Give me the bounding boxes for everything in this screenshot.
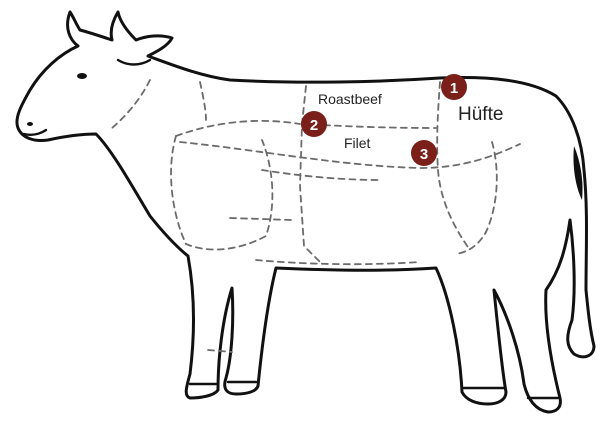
cut-front-leg: [207, 349, 233, 353]
tail-tuft: [573, 146, 583, 200]
cut-flank: [255, 259, 421, 266]
label-roastbeef: Roastbeef: [318, 91, 382, 107]
cut-neck-2: [199, 81, 207, 121]
label-filet: Filet: [344, 135, 371, 151]
marker-3-number: 3: [420, 146, 428, 163]
cow-nostril: [27, 122, 33, 126]
marker-2: 2: [301, 111, 327, 137]
cow-eye: [77, 73, 87, 79]
cut-shoulder-round: [170, 135, 274, 251]
marker-1: 1: [441, 74, 467, 100]
marker-2-number: 2: [310, 117, 318, 134]
cut-rump: [455, 141, 498, 255]
label-huefte: Hüfte: [458, 104, 503, 125]
cut-hip-vertical: [436, 81, 471, 251]
marker-3: 3: [411, 140, 437, 166]
cut-lines: [111, 79, 521, 353]
marker-1-number: 1: [450, 80, 458, 97]
cut-back-vertical: [299, 85, 321, 263]
ear-line: [116, 58, 152, 66]
cut-belly: [261, 169, 381, 181]
cut-neck: [111, 79, 151, 129]
mouth-line: [22, 128, 48, 136]
cow-body-outline: [15, 10, 596, 414]
cut-brisket: [229, 217, 293, 221]
cut-chuck: [175, 119, 301, 137]
cut-filet-strip: [179, 141, 521, 169]
